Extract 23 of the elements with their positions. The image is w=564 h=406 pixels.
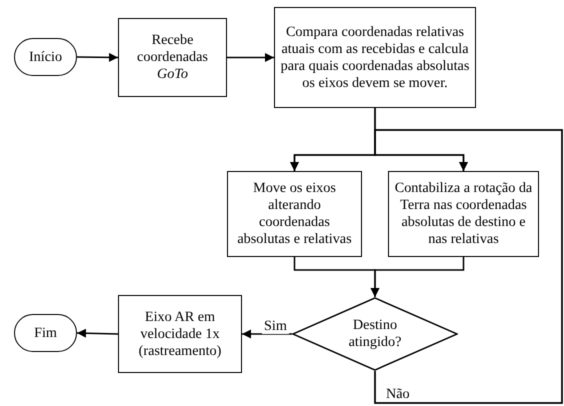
process-box: [388, 171, 539, 257]
decision-diamond: [292, 297, 458, 371]
process-box: [118, 295, 242, 373]
node-text: Contabiliza a rotação da Terra nas coordenadas absolutas de destino e nas relativas: [394, 180, 534, 248]
process-box: [274, 7, 476, 108]
connector-arrow: [227, 53, 274, 62]
edge-label: Sim: [262, 318, 289, 334]
connector-arrow: [76, 52, 118, 62]
terminal-shape: [14, 38, 77, 76]
node-text: Compara coordenadas relativas atuais com as recebidas e calcula para quais coordenadas absolutas os eixos devem se mover.: [280, 24, 470, 92]
process-box: [118, 18, 227, 97]
node-text: Move os eixos alterando coordenadas absolutas e relativas: [236, 180, 353, 248]
process-box: [227, 171, 362, 257]
node-text: Destino atingido?: [348, 317, 402, 351]
node-text: Recebe coordenadas GoTo: [136, 32, 209, 83]
connector-arrow: [374, 129, 563, 404]
connector-arrow: [76, 328, 118, 338]
terminal-shape: [14, 314, 77, 352]
node-text: Fim: [34, 324, 57, 342]
node-text: Início: [28, 48, 62, 66]
connector-arrow: [370, 257, 464, 297]
node-text: Eixo AR em velocidade 1x (rastreamento): [138, 308, 222, 360]
connector-arrow: [242, 330, 292, 338]
